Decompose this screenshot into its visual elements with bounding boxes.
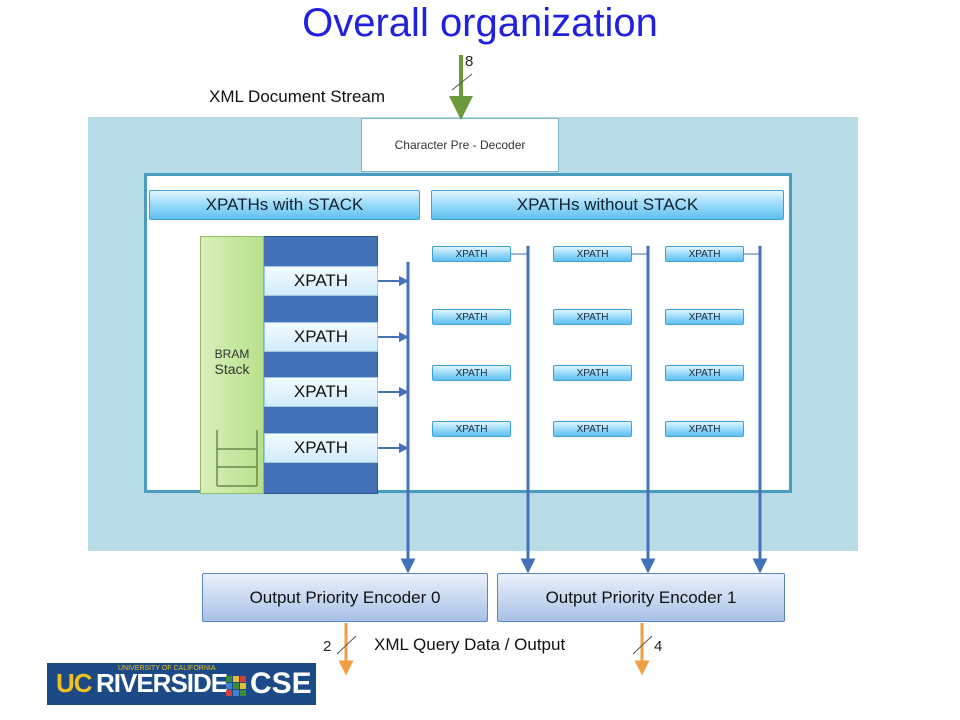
bram-label: BRAM bbox=[214, 347, 250, 361]
group-xpaths-with-stack: XPATHs with STACK bbox=[149, 190, 420, 220]
xpath-cell: XPATH bbox=[665, 246, 744, 262]
character-pre-decoder: Character Pre - Decoder bbox=[361, 118, 559, 172]
ucr-cse-logo bbox=[47, 663, 316, 705]
stack-icon bbox=[216, 430, 258, 487]
logo-riverside-text: RIVERSIDE bbox=[96, 668, 228, 698]
xpath-cell: XPATH bbox=[553, 246, 632, 262]
logo-uc-text: UC bbox=[56, 668, 93, 698]
input-stream-label: XML Document Stream bbox=[209, 87, 386, 106]
output-width-left: 2 bbox=[323, 638, 332, 655]
output-width-right: 4 bbox=[654, 638, 663, 655]
output-slash-1 bbox=[632, 635, 653, 655]
xpath-cell: XPATH bbox=[432, 365, 511, 381]
output-priority-encoder-1: Output Priority Encoder 1 bbox=[497, 573, 785, 622]
logo-cse-text: CSE bbox=[250, 667, 312, 700]
input-bus-slash bbox=[451, 73, 473, 91]
xpath-cell: XPATH bbox=[665, 421, 744, 437]
xpath-cell: XPATH bbox=[553, 309, 632, 325]
stack-xpath: XPATH bbox=[264, 322, 378, 352]
xpath-cell: XPATH bbox=[432, 246, 511, 262]
input-bus-width: 8 bbox=[465, 53, 474, 70]
xpath-cell: XPATH bbox=[432, 309, 511, 325]
stack-xpath: XPATH bbox=[264, 377, 378, 407]
xpath-cell: XPATH bbox=[432, 421, 511, 437]
bram-stack: BRAM Stack bbox=[200, 236, 264, 494]
xpath-cell: XPATH bbox=[665, 365, 744, 381]
xpath-cell: XPATH bbox=[553, 365, 632, 381]
output-slash-0 bbox=[336, 635, 357, 655]
stack-xpath: XPATH bbox=[264, 433, 378, 463]
stack-label: Stack bbox=[214, 361, 250, 377]
stack-xpath: XPATH bbox=[264, 266, 378, 296]
logo-university-text: UNIVERSITY OF CALIFORNIA bbox=[118, 665, 216, 672]
xpath-cell: XPATH bbox=[553, 421, 632, 437]
group-xpaths-without-stack: XPATHs without STACK bbox=[431, 190, 784, 220]
page-title: Overall organization bbox=[302, 1, 658, 45]
output-priority-encoder-0: Output Priority Encoder 0 bbox=[202, 573, 488, 622]
xpath-cell: XPATH bbox=[665, 309, 744, 325]
output-label: XML Query Data / Output bbox=[374, 635, 566, 654]
